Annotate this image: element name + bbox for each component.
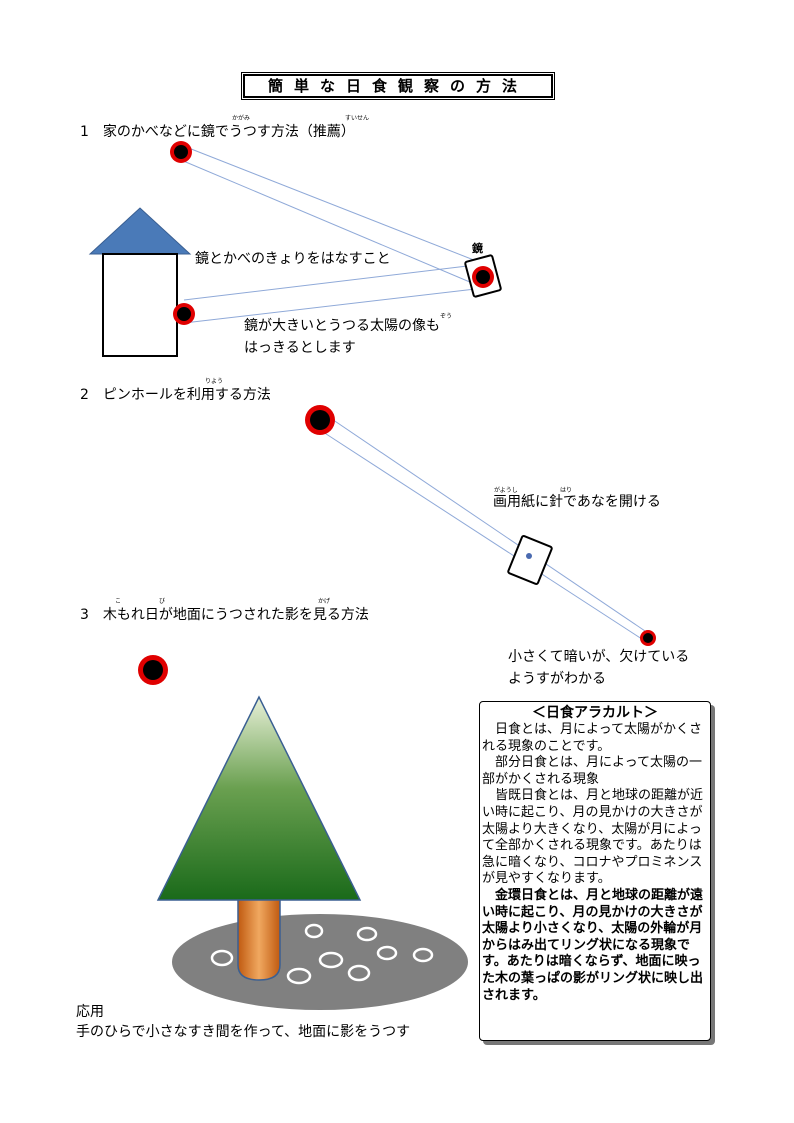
ruby-needle: はり [560, 487, 573, 494]
ruby-mirror: かがみ [232, 115, 251, 122]
info-partial-eclipse: 部分日食とは、月によって太陽の一部がかくされる現象 [482, 755, 702, 787]
note-result-line-2: ようすがわかる [508, 671, 606, 687]
mirror-icon [464, 254, 502, 298]
sun-reflection-icon [173, 303, 195, 325]
application-label: 応用 [76, 1004, 104, 1020]
ruby-use: りよう [205, 378, 224, 385]
ruby-recommend: すいせん [345, 115, 370, 122]
info-annular-eclipse: 金環日食とは、月と地球の距離が遠い時に起こり、月の見かけの大きさが太陽より小さく… [482, 887, 704, 1003]
note-image-line-1: 鏡が大きいとうつる太陽の像も [244, 318, 440, 334]
tree-trunk [237, 894, 281, 981]
ruby-sun: び [159, 598, 166, 605]
mirror-label: 鏡 [472, 242, 483, 255]
section-1-heading: 1 家のかべなどに鏡でうつす方法（推薦） [80, 124, 355, 140]
note-pinhole-paper: 画用紙に針であなを開ける [493, 494, 661, 510]
ruby-tree: こ [115, 598, 122, 605]
house-diagram [88, 207, 192, 357]
sun-icon [170, 141, 192, 163]
sun-icon-2 [305, 405, 335, 435]
note-result-line-1: 小さくて暗いが、欠けている [508, 649, 690, 665]
ruby-shadow: かげ [318, 598, 331, 605]
mirror-light-rays [180, 144, 485, 324]
section-2-heading: 2 ピンホールを利用する方法 [80, 387, 271, 403]
pinhole-paper-icon [507, 535, 553, 585]
house-wall [102, 253, 178, 357]
pinhole-light-rays [319, 410, 649, 644]
info-eclipse-definition: 日食とは、月によって太陽がかくされる現象のことです。 [482, 722, 702, 754]
ruby-paper: がようし [494, 487, 518, 494]
house-roof [88, 207, 192, 255]
info-box-title: ＜日食アラカルト＞ [532, 705, 658, 721]
eclipse-info-box: ＜日食アラカルト＞ 日食とは、月によって太陽がかくされる現象のことです。 部分日… [479, 701, 711, 1041]
note-image-line-2: はっきるとします [244, 340, 356, 356]
info-total-eclipse: 皆既日食とは、月と地球の距離が近い時に起こり、月の見かけの大きさが太陽より大きく… [482, 788, 704, 887]
note-mirror-distance: 鏡とかべのきょりをはなすこと [195, 251, 391, 267]
application-text: 手のひらで小さなすき間を作って、地面に影をうつす [76, 1024, 411, 1040]
ruby-image: ぞう [440, 313, 453, 320]
sun-icon-3 [138, 655, 168, 685]
light-spots [210, 923, 434, 985]
tree-canopy [156, 695, 362, 901]
section-3-heading: 3 木もれ日が地面にうつされた影を見る方法 [80, 607, 369, 623]
page-title: 簡単な日食観察の方法 [241, 72, 555, 100]
projected-sun-icon [640, 630, 656, 646]
